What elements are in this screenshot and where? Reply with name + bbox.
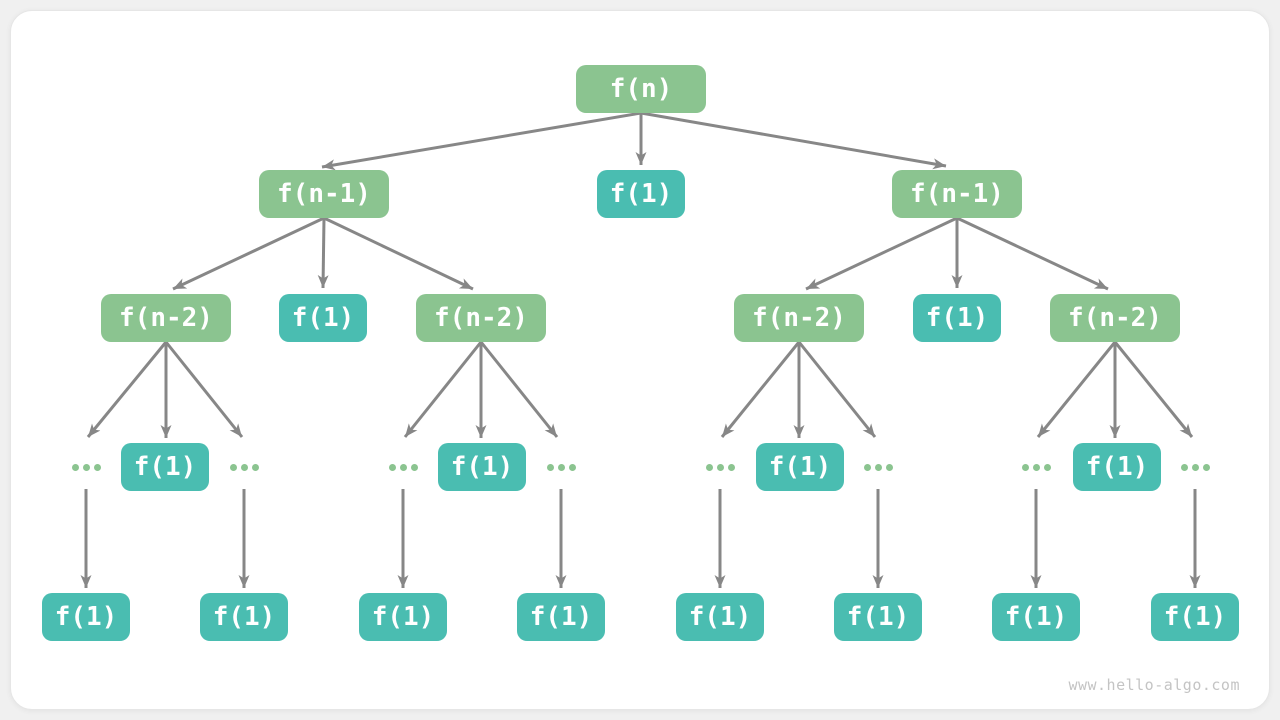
tree-node: f(1) <box>834 593 922 641</box>
ellipsis-dots <box>546 463 576 471</box>
edge-arrow <box>956 216 1109 291</box>
tree-node: f(1) <box>597 170 685 218</box>
tree-node: f(1) <box>438 443 526 491</box>
edge-arrow <box>805 216 958 291</box>
dot-icon <box>1032 463 1040 471</box>
edge-arrow <box>479 341 559 438</box>
tree-node: f(1) <box>359 593 447 641</box>
tree-node: f(n) <box>576 65 706 113</box>
tree-node: f(n-2) <box>101 294 231 342</box>
dot-icon <box>716 463 724 471</box>
edge-arrow <box>317 217 329 289</box>
dot-icon <box>568 463 576 471</box>
edge-arrow <box>1113 341 1194 438</box>
dot-icon <box>251 463 259 471</box>
dot-icon <box>874 463 882 471</box>
dot-icon <box>399 463 407 471</box>
tree-node: f(1) <box>992 593 1080 641</box>
tree-node: f(1) <box>279 294 367 342</box>
dot-icon <box>82 463 90 471</box>
dot-icon <box>557 463 565 471</box>
tree-node: f(1) <box>676 593 764 641</box>
tree-node: f(n-1) <box>892 170 1022 218</box>
edge-arrow <box>797 341 877 438</box>
dot-icon <box>1191 463 1199 471</box>
ellipsis-dots <box>863 463 893 471</box>
dot-icon <box>71 463 79 471</box>
dot-icon <box>727 463 735 471</box>
edge-arrow <box>86 341 168 438</box>
tree-node: f(1) <box>756 443 844 491</box>
ellipsis-dots <box>705 463 735 471</box>
ellipsis-dots <box>1180 463 1210 471</box>
ellipsis-dots <box>71 463 101 471</box>
tree-node: f(1) <box>200 593 288 641</box>
edge-arrow <box>172 216 325 291</box>
tree-node: f(1) <box>1073 443 1161 491</box>
dot-icon <box>1202 463 1210 471</box>
edge-arrow <box>403 341 483 438</box>
tree-node: f(1) <box>517 593 605 641</box>
edge-arrow <box>321 111 642 171</box>
tree-node: f(n-2) <box>416 294 546 342</box>
dot-icon <box>388 463 396 471</box>
dot-icon <box>410 463 418 471</box>
dot-icon <box>93 463 101 471</box>
edge-arrow <box>323 216 474 291</box>
dot-icon <box>240 463 248 471</box>
tree-node: f(1) <box>42 593 130 641</box>
ellipsis-dots <box>229 463 259 471</box>
ellipsis-dots <box>388 463 418 471</box>
edge-arrow <box>720 341 801 438</box>
dot-icon <box>863 463 871 471</box>
tree-node: f(1) <box>1151 593 1239 641</box>
dot-icon <box>705 463 713 471</box>
dot-icon <box>885 463 893 471</box>
dot-icon <box>1021 463 1029 471</box>
dot-icon <box>229 463 237 471</box>
dot-icon <box>1043 463 1051 471</box>
dot-icon <box>546 463 554 471</box>
edge-arrow <box>1036 341 1117 438</box>
ellipsis-dots <box>1021 463 1051 471</box>
edge-arrow <box>640 111 947 170</box>
tree-node: f(1) <box>913 294 1001 342</box>
tree-node: f(n-1) <box>259 170 389 218</box>
edge-arrow <box>164 341 244 438</box>
tree-node: f(n-2) <box>1050 294 1180 342</box>
watermark-text: www.hello-algo.com <box>1068 676 1240 694</box>
tree-node: f(n-2) <box>734 294 864 342</box>
tree-node: f(1) <box>121 443 209 491</box>
dot-icon <box>1180 463 1188 471</box>
